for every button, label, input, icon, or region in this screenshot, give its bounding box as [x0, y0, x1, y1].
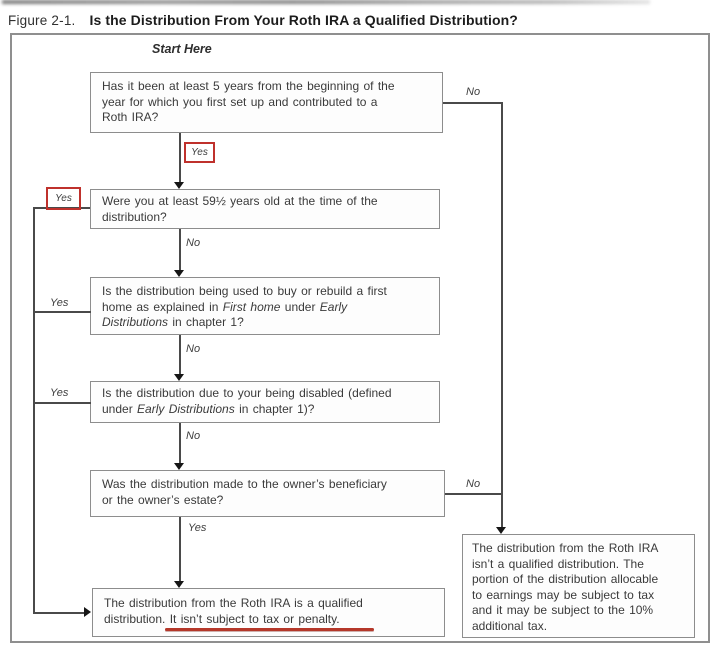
- connector-q1-to-q2: [179, 133, 181, 184]
- branch-label-no-q1: No: [466, 86, 481, 98]
- connector-q2-to-q3: [179, 229, 181, 271]
- arrowhead-right-icon: [84, 607, 91, 617]
- question-box-five-year-rule: Has it been at least 5 years from the be…: [90, 72, 443, 133]
- arrowhead-down-icon: [174, 581, 184, 588]
- red-underline-annotation: [165, 628, 374, 631]
- connector-q5-to-qualified: [179, 517, 181, 582]
- figure-title: Is the Distribution From Your Roth IRA a…: [89, 12, 518, 28]
- figure-caption: Figure 2-1. Is the Distribution From Your…: [8, 12, 712, 30]
- connector-q2-yes-horizontal: [33, 207, 90, 209]
- connector-yes-rail-to-qualified: [33, 612, 85, 614]
- connector-q3-to-q4: [179, 335, 181, 375]
- question-box-age-59-half: Were you at least 59½ years old at the t…: [90, 189, 440, 229]
- connector-q1-no-horizontal: [443, 102, 502, 104]
- branch-label-no-q4: No: [186, 430, 201, 442]
- question-box-first-home: Is the distribution being used to buy or…: [90, 277, 440, 335]
- question-box-disabled: Is the distribution due to your being di…: [90, 381, 440, 423]
- branch-label-no-q5: No: [466, 478, 481, 490]
- arrowhead-down-icon: [496, 527, 506, 534]
- figure-number-label: Figure 2-1.: [8, 13, 76, 28]
- annotation-box-yes-q1: Yes: [184, 142, 215, 163]
- arrowhead-down-icon: [174, 374, 184, 381]
- arrowhead-down-icon: [174, 463, 184, 470]
- annotation-box-yes-q2: Yes: [46, 187, 81, 210]
- branch-label-no-q2: No: [186, 237, 201, 249]
- start-here-label: Start Here: [152, 42, 212, 56]
- branch-label-yes-q4: Yes: [50, 387, 69, 399]
- arrowhead-down-icon: [174, 270, 184, 277]
- connector-q5-no-horizontal: [445, 493, 502, 495]
- connector-q4-yes-horizontal: [33, 402, 91, 404]
- connector-q4-to-q5: [179, 423, 181, 464]
- top-scan-artifact: [2, 0, 650, 4]
- branch-label-yes-q3: Yes: [50, 297, 69, 309]
- branch-label-yes-q5: Yes: [188, 522, 207, 534]
- arrowhead-down-icon: [174, 182, 184, 189]
- branch-label-yes-q1: Yes: [191, 147, 208, 158]
- branch-label-yes-q2: Yes: [55, 193, 72, 204]
- connector-q3-yes-horizontal: [33, 311, 91, 313]
- branch-label-no-q3: No: [186, 343, 201, 355]
- question-box-beneficiary: Was the distribution made to the owner’s…: [90, 470, 445, 517]
- connector-no-rail-vertical: [501, 102, 503, 528]
- connector-yes-rail-vertical: [33, 207, 35, 613]
